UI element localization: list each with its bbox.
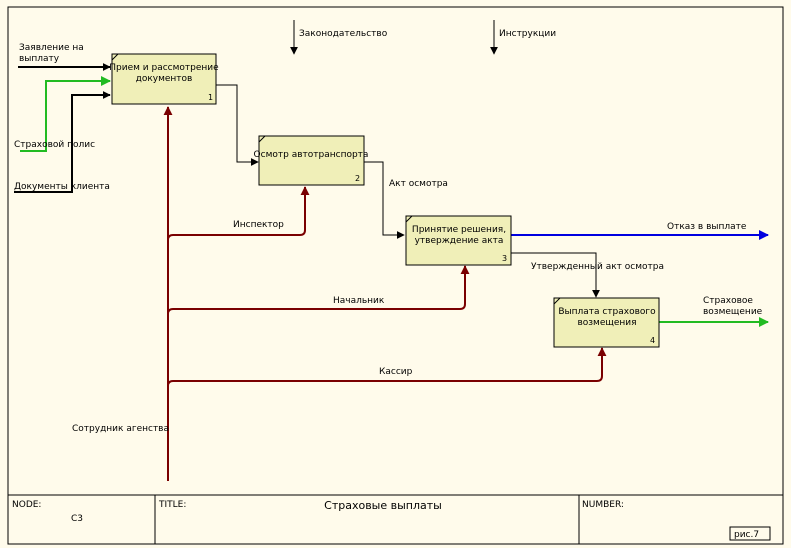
footer-number-label: NUMBER: xyxy=(582,500,624,510)
label-inspektor: Инспектор xyxy=(233,220,284,230)
arrow-strakhovoy-polis xyxy=(20,76,111,152)
activity-4-number: 4 xyxy=(650,336,655,345)
activity-2-number: 2 xyxy=(355,174,360,183)
label-dokumenty-klienta: Документы клиента xyxy=(14,182,110,192)
activity-box-4[interactable]: Выплата страхового возмещения 4 xyxy=(553,297,660,348)
footer-title-label: TITLE: xyxy=(158,500,186,510)
arrow-dokumenty-klienta xyxy=(14,91,111,193)
label-zayavlenie-line1: Заявление на xyxy=(19,43,84,53)
activity-box-2[interactable]: Осмотр автотранспорта 2 xyxy=(254,135,369,186)
label-akt-osmotra: Акт осмотра xyxy=(389,179,448,189)
footer-node-label: NODE: xyxy=(12,500,41,510)
footer-fig: рис.7 xyxy=(734,530,759,540)
activity-2-line1: Осмотр автотранспорта xyxy=(254,150,369,160)
activity-1-line1: Прием и рассмотрение xyxy=(109,63,219,73)
arrow-akt-osmotra xyxy=(364,161,405,239)
label-kassir: Кассир xyxy=(379,367,413,377)
label-nachalnik: Начальник xyxy=(333,296,385,306)
footer-node-value: C3 xyxy=(71,514,83,524)
activity-box-1[interactable]: Прием и рассмотрение документов 1 xyxy=(109,53,219,105)
activity-4-line2: возмещения xyxy=(577,318,636,328)
label-vozmeshchenie-line1: Страховое xyxy=(703,296,753,306)
arrow-nachalnik xyxy=(167,265,470,315)
arrow-kassir xyxy=(167,347,607,387)
fig-box xyxy=(729,526,771,541)
label-instruktsii: Инструкции xyxy=(499,29,556,39)
footer-title-value: Страховые выплаты xyxy=(324,499,442,512)
label-zakonodatelstvo: Законодательство xyxy=(299,29,388,39)
activity-3-number: 3 xyxy=(502,254,507,263)
activity-3-line2: утверждение акта xyxy=(415,236,504,246)
activity-4-line1: Выплата страхового xyxy=(558,307,656,317)
arrow-utverzhdenny-akt xyxy=(511,252,600,298)
diagram-frame xyxy=(7,6,784,545)
label-otkaz: Отказ в выплате xyxy=(667,222,747,232)
activity-1-line2: документов xyxy=(136,74,193,84)
label-strakhovoy-polis: Страховой полис xyxy=(14,140,95,150)
label-sotrudnik-agenstva: Сотрудник агенства xyxy=(72,424,169,434)
label-vozmeshchenie-line2: возмещение xyxy=(703,307,763,317)
arrow-inspektor xyxy=(167,186,310,241)
activity-3-line1: Принятие решения, xyxy=(412,225,506,235)
activity-1-number: 1 xyxy=(208,93,213,102)
label-zayavlenie-line2: выплату xyxy=(19,54,60,64)
activity-box-3[interactable]: Принятие решения, утверждение акта 3 xyxy=(405,215,512,266)
label-utverzhdenny-akt: Утвержденный акт осмотра xyxy=(531,262,664,272)
arrow-box1-to-box2 xyxy=(216,84,259,166)
